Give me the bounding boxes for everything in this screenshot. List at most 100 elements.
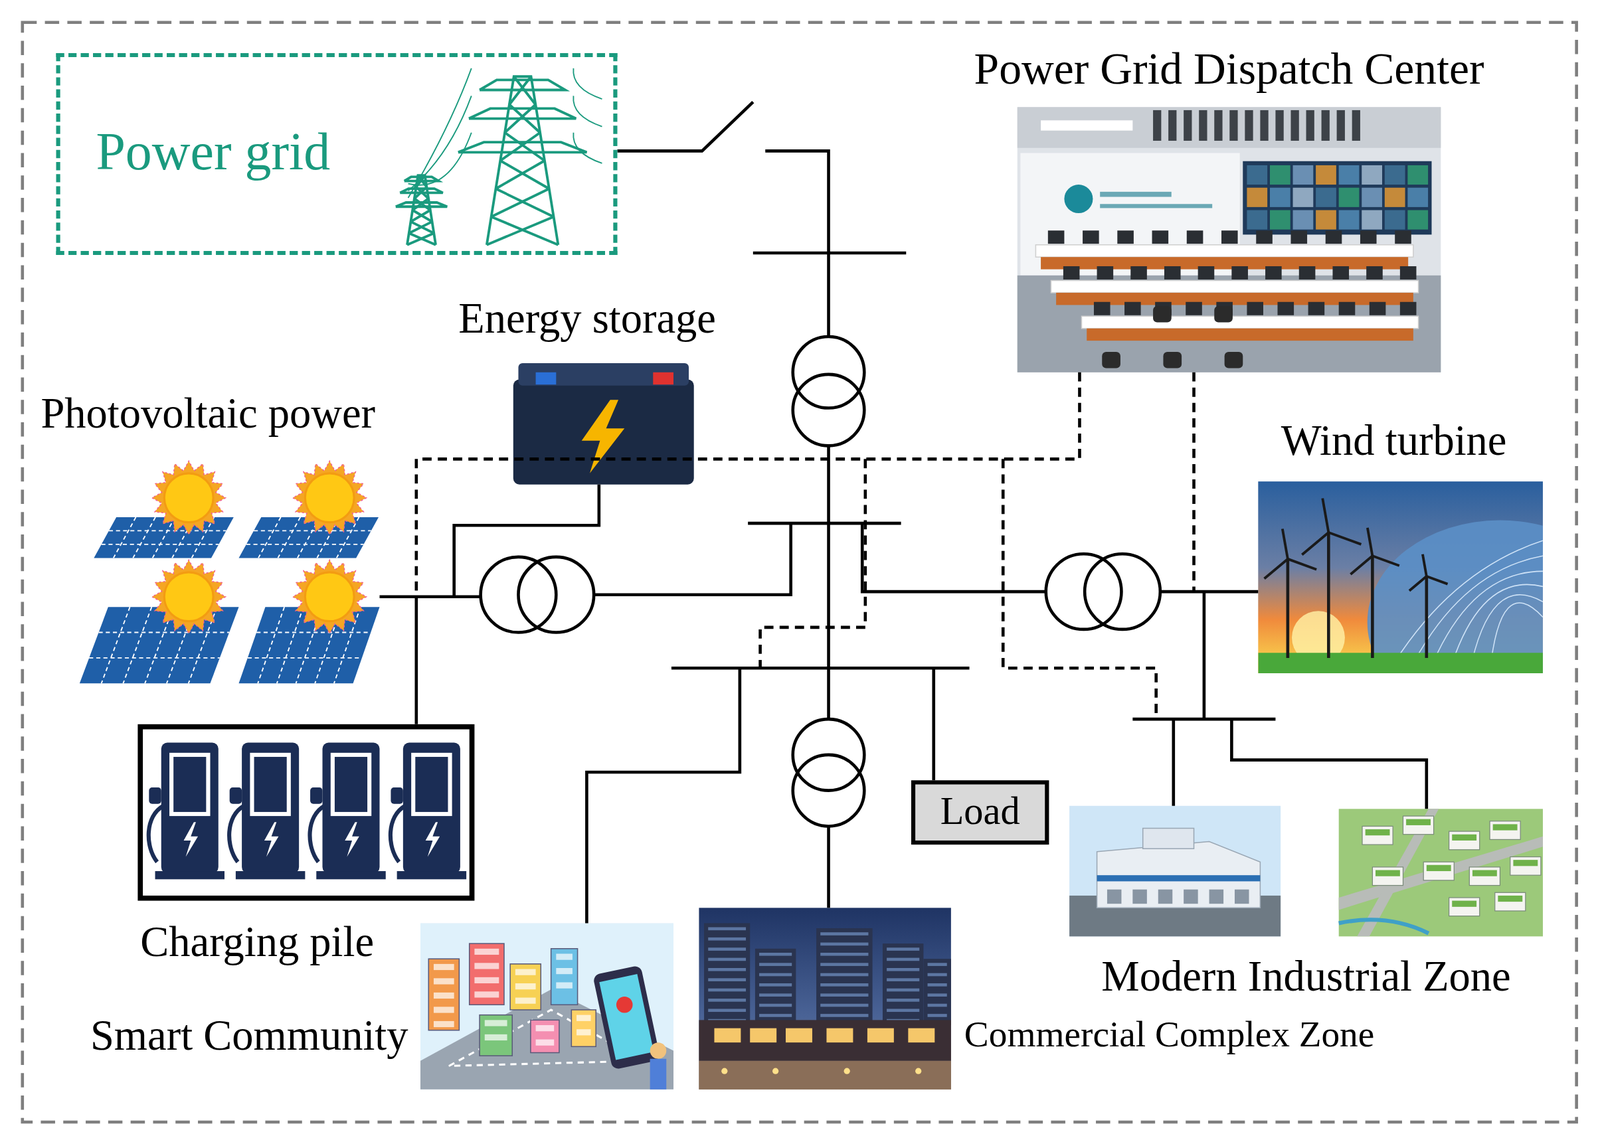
community-building xyxy=(530,1020,560,1053)
screen-tile xyxy=(1407,209,1428,230)
factory-roof-unit xyxy=(1143,828,1195,850)
ceiling-vent xyxy=(1336,110,1345,141)
monitor xyxy=(1130,266,1148,280)
station-base xyxy=(397,871,467,880)
photovoltaic-panels: Photovoltaic power xyxy=(76,458,378,684)
screen-tile xyxy=(1315,165,1337,185)
building-windows xyxy=(535,1040,555,1047)
tower-brace xyxy=(500,160,549,189)
building-windows xyxy=(433,1021,455,1028)
charging-pile-box: Charging pile xyxy=(137,724,475,902)
factory-door xyxy=(1132,889,1148,905)
desk-top xyxy=(1050,280,1419,293)
tower-arm xyxy=(395,202,447,207)
station-screen xyxy=(249,753,291,817)
building-windows xyxy=(708,988,746,993)
power-wire xyxy=(595,523,792,596)
monitor xyxy=(1221,230,1239,244)
aerial-building xyxy=(1489,821,1521,841)
building-windows xyxy=(535,1025,555,1032)
screen-tile xyxy=(1384,209,1406,230)
ceiling-vent xyxy=(1153,110,1161,141)
station-bolt xyxy=(264,822,279,857)
desk-front xyxy=(1086,328,1414,341)
tower-building xyxy=(923,959,951,1026)
building-windows xyxy=(515,983,536,990)
monitor xyxy=(1366,266,1383,280)
smartphone-screen xyxy=(599,974,654,1061)
building-windows xyxy=(886,978,920,982)
globe xyxy=(1367,520,1543,674)
industrial-photo xyxy=(1069,806,1281,938)
power-wire xyxy=(454,484,600,598)
building-windows xyxy=(474,977,499,984)
building-windows xyxy=(759,993,792,997)
ceiling-vent xyxy=(1306,110,1315,141)
building-windows xyxy=(927,983,948,987)
tower-arm xyxy=(399,188,444,193)
plaza-light xyxy=(915,1068,922,1075)
logo-bar xyxy=(1099,191,1172,198)
monitor xyxy=(1082,230,1100,244)
tower-building xyxy=(704,923,750,1026)
commercial-zone-photo: Commercial Complex Zone xyxy=(698,907,951,1090)
ceiling-vent xyxy=(1183,110,1192,141)
turbine-blade xyxy=(1367,528,1373,556)
community-building xyxy=(469,943,505,1005)
panel-surface xyxy=(79,607,240,684)
power-wire xyxy=(1160,590,1258,594)
screen-tile xyxy=(1407,187,1428,208)
turbine-blade xyxy=(1422,554,1427,577)
building-windows xyxy=(927,1014,948,1018)
monitor xyxy=(1290,230,1308,244)
screen-tile xyxy=(1246,187,1268,208)
communication-line xyxy=(1192,372,1196,592)
tower-brace xyxy=(491,216,559,245)
building-windows xyxy=(708,947,746,952)
screen-tile xyxy=(1246,209,1268,230)
node-label: Modern Industrial Zone xyxy=(1069,951,1543,1001)
tower-brace xyxy=(504,132,545,161)
wind-scene xyxy=(1257,498,1543,674)
plaza xyxy=(698,1061,951,1090)
monitor xyxy=(1308,302,1326,316)
factory-door xyxy=(1158,889,1173,905)
building-windows xyxy=(433,992,455,999)
power-wire xyxy=(379,595,481,599)
power-wire xyxy=(862,523,1047,592)
logo-mark xyxy=(1064,184,1093,214)
charging-nozzle xyxy=(148,787,161,805)
turbine-blade xyxy=(1322,498,1329,533)
building-windows xyxy=(927,973,948,978)
tower-brace xyxy=(486,216,554,245)
aerial-building xyxy=(1495,892,1526,912)
tower-brace xyxy=(495,188,554,217)
building-windows xyxy=(708,958,746,962)
station-base xyxy=(235,871,305,880)
screen-tile xyxy=(1361,165,1383,185)
factory-building xyxy=(1097,841,1261,908)
charging-cable xyxy=(148,806,164,863)
screen-tile xyxy=(1384,165,1406,185)
charging-station xyxy=(322,742,380,874)
building-windows xyxy=(515,998,536,1005)
bus-bar xyxy=(1132,717,1276,722)
monitor xyxy=(1299,266,1316,280)
community-image xyxy=(420,923,674,1090)
canal xyxy=(1338,919,1429,934)
building-windows xyxy=(555,968,573,975)
screen-tile xyxy=(1293,187,1314,208)
tower-brace xyxy=(412,209,432,222)
panel-grid xyxy=(257,607,285,684)
station-screen xyxy=(169,753,210,817)
community-building xyxy=(428,959,459,1031)
building-windows xyxy=(708,927,746,932)
power-wire xyxy=(586,668,740,924)
power-wire xyxy=(617,102,753,152)
green-roof xyxy=(1365,829,1391,836)
monitor xyxy=(1093,302,1111,316)
panel-grid xyxy=(132,517,156,558)
power-wire xyxy=(826,826,831,908)
screen-tile xyxy=(1407,165,1428,185)
screen-tile xyxy=(1338,165,1360,185)
